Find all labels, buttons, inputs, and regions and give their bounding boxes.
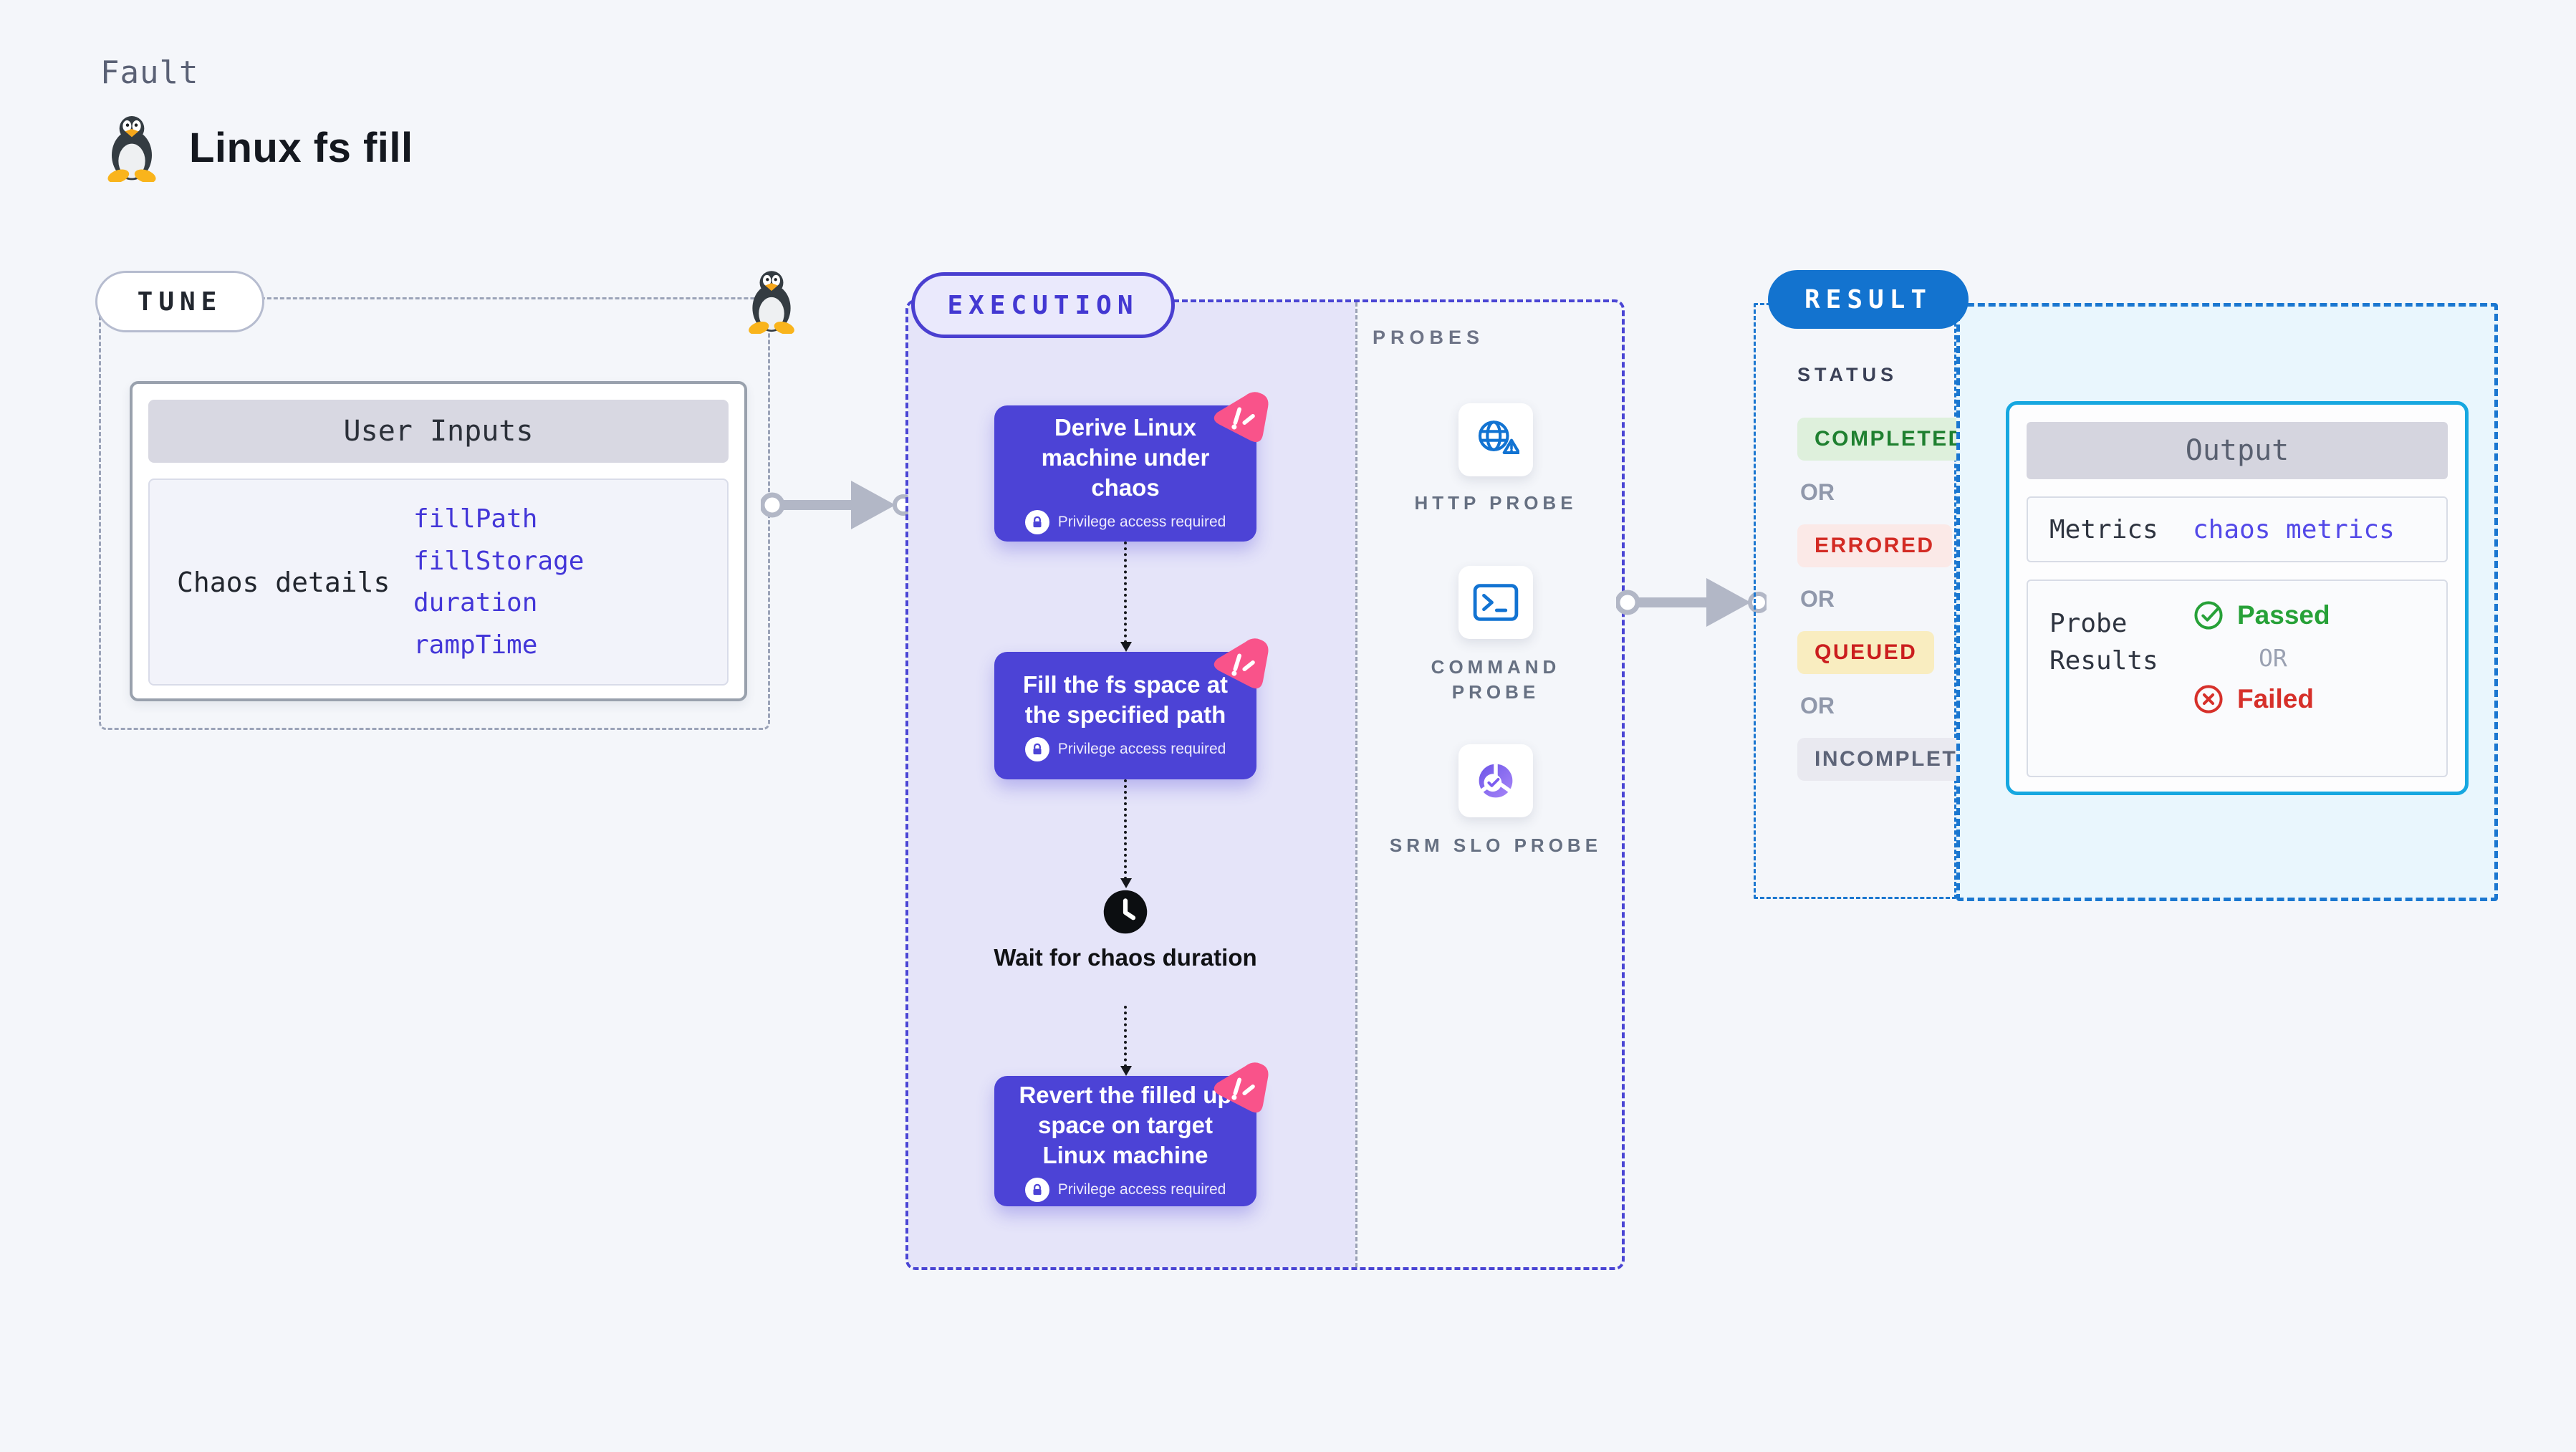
page-kicker: Fault xyxy=(100,54,199,91)
probe-results-label: Probe Results xyxy=(2049,609,2158,676)
page-title: Linux fs fill xyxy=(189,124,413,171)
chaos-fault-icon xyxy=(1213,1062,1269,1113)
or-separator: OR xyxy=(1800,586,1835,612)
chaos-details-row: Chaos details fillPath fillStorage durat… xyxy=(148,479,729,686)
privilege-row: Privilege access required xyxy=(1024,1178,1226,1203)
http-probe-label: HTTP PROBE xyxy=(1414,492,1577,514)
step-card-revert: Revert the filled up space on target Lin… xyxy=(994,1062,1269,1206)
input-fillpath: fillPath xyxy=(413,504,538,534)
chaos-fault-icon xyxy=(1213,392,1269,443)
execution-to-result-arrow xyxy=(1616,578,1767,627)
failed-item: Failed xyxy=(2193,683,2314,715)
step-connector xyxy=(1120,1006,1132,1076)
probe-results-row: Probe Results Passed OR Failed xyxy=(2027,580,2448,777)
output-card: Output Metrics chaos metrics Probe Resul… xyxy=(2006,401,2469,795)
result-output-section: Output Metrics chaos metrics Probe Resul… xyxy=(1956,303,2498,901)
command-probe-label: COMMAND PROBE xyxy=(1431,656,1561,703)
input-fillstorage: fillStorage xyxy=(413,546,585,576)
step-title: Fill the fs space at the specified path xyxy=(1022,670,1229,728)
result-status-section: STATUS COMPLETED OR ERRORED OR QUEUED OR… xyxy=(1754,303,2008,899)
globe-warning-icon xyxy=(1478,420,1519,454)
chaos-details-values: fillPath fillStorage duration rampTime xyxy=(413,480,727,684)
probes-heading: PROBES xyxy=(1373,327,1485,348)
privilege-row: Privilege access required xyxy=(1024,510,1226,535)
terminal-icon xyxy=(1473,584,1519,621)
metrics-value: chaos metrics xyxy=(2193,514,2395,544)
failed-label: Failed xyxy=(2237,684,2314,713)
metrics-label: Metrics xyxy=(2049,514,2158,544)
tux-penguin-icon xyxy=(107,116,156,182)
lock-icon xyxy=(1024,1178,1049,1203)
chaos-fault-icon xyxy=(1213,638,1269,689)
page-title-row: Linux fs fill xyxy=(103,113,413,182)
http-probe-card xyxy=(1458,403,1533,476)
or-separator: OR xyxy=(1800,693,1835,718)
or-separator: OR xyxy=(2259,644,2287,672)
step-card-fill: Fill the fs space at the specified path … xyxy=(994,638,1269,779)
command-probe-card xyxy=(1458,566,1533,639)
x-circle-icon xyxy=(2194,685,2223,713)
wait-for-chaos-label: Wait for chaos duration xyxy=(994,944,1257,971)
tune-pill: TUNE xyxy=(95,271,264,332)
or-separator: OR xyxy=(1800,479,1835,505)
step-title: Derive Linux machine under chaos xyxy=(1041,413,1210,501)
result-pill: RESULT xyxy=(1768,270,1969,329)
privilege-note: Privilege access required xyxy=(1057,741,1226,758)
user-inputs-header: User Inputs xyxy=(148,400,729,463)
user-inputs-card: User Inputs Chaos details fillPath fillS… xyxy=(130,381,747,701)
srm-slo-probe-card xyxy=(1458,744,1533,817)
input-ramptime: rampTime xyxy=(413,630,538,660)
step-connector xyxy=(1120,779,1132,888)
lock-icon xyxy=(1024,510,1049,535)
metrics-row: Metrics chaos metrics xyxy=(2027,496,2448,562)
probe-results-values: Passed OR Failed xyxy=(2193,581,2330,776)
step-connector xyxy=(1120,542,1132,652)
passed-item: Passed xyxy=(2193,600,2330,631)
status-heading: STATUS xyxy=(1797,364,1898,385)
chaos-details-label: Chaos details xyxy=(177,566,390,598)
srm-slo-probe-label: SRM SLO PROBE xyxy=(1389,835,1602,856)
privilege-note: Privilege access required xyxy=(1057,1181,1226,1198)
tune-section: TUNE User Inputs Chaos details fillPath … xyxy=(95,271,794,730)
execution-pill: EXECUTION xyxy=(911,272,1175,338)
probes-divider xyxy=(1355,302,1357,1267)
privilege-note: Privilege access required xyxy=(1057,514,1226,531)
check-circle-icon xyxy=(2194,601,2223,630)
slo-donut-icon xyxy=(1479,764,1513,798)
status-badge-queued: QUEUED xyxy=(1797,631,1935,674)
input-duration: duration xyxy=(413,588,538,618)
tune-to-execution-arrow xyxy=(761,481,911,529)
privilege-row: Privilege access required xyxy=(1024,737,1226,762)
clock-icon xyxy=(1102,888,1149,936)
output-header: Output xyxy=(2027,422,2448,479)
status-badge-errored: ERRORED xyxy=(1797,524,1952,567)
step-card-derive: Derive Linux machine under chaos Privile… xyxy=(994,392,1269,542)
step-title: Revert the filled up space on target Lin… xyxy=(1019,1081,1232,1169)
status-badge-completed: COMPLETED xyxy=(1797,418,1983,461)
tux-penguin-icon xyxy=(749,271,794,334)
lock-icon xyxy=(1024,737,1049,762)
execution-section: EXECUTION Derive Linux machine under cha… xyxy=(905,272,1625,1270)
passed-label: Passed xyxy=(2237,600,2330,630)
